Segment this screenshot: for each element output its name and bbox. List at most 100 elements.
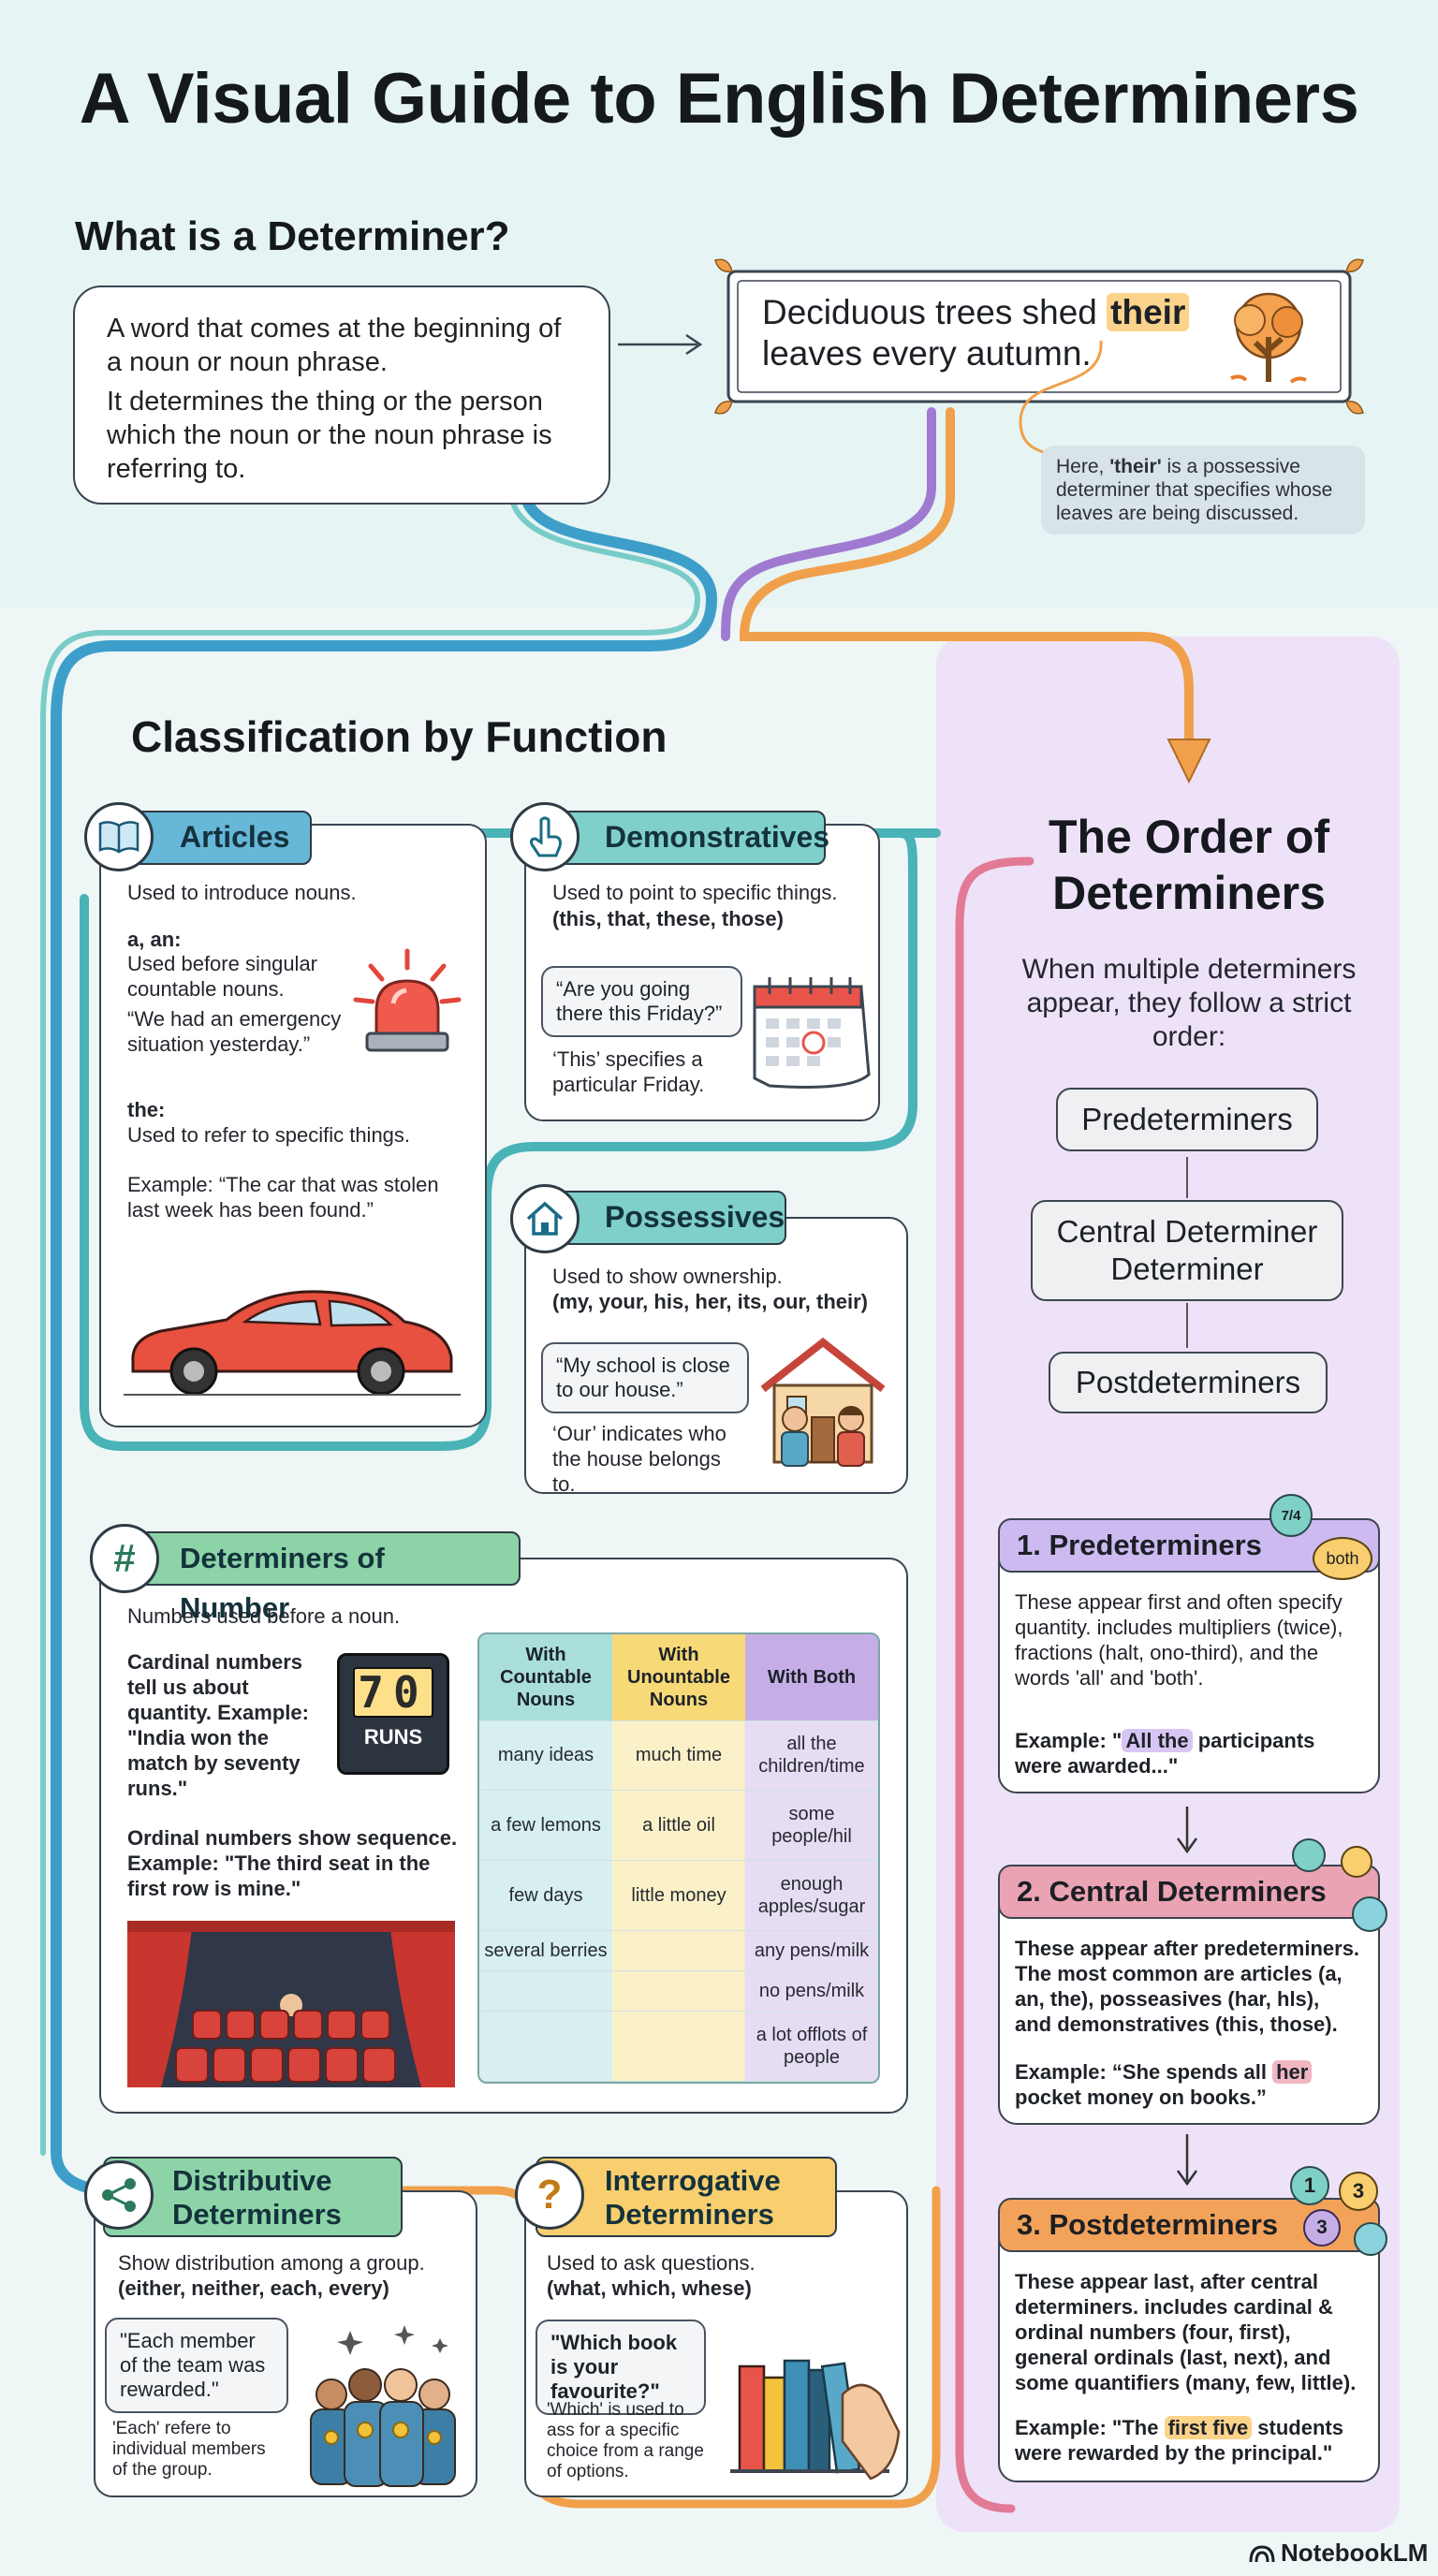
share-icon: [84, 2160, 154, 2230]
note-after: is a possessive determiner that specifie…: [1056, 456, 1333, 524]
table-cell: [612, 1930, 745, 1971]
possessives-tag: Possessives: [536, 1191, 786, 1245]
dots-badge-icon: [1354, 2222, 1387, 2256]
articles-a-an-label: a, an:: [127, 928, 182, 951]
pointing-hand-icon: [510, 802, 580, 871]
book-icon: [84, 802, 154, 871]
order-step-1-example: Example: "All the participants were awar…: [1015, 1728, 1367, 1778]
articles-the-desc: Used to refer to specific things.: [127, 1123, 411, 1147]
demonstratives-bubble: “Are you going there this Friday?”: [541, 966, 742, 1037]
definition-line-2: It determines the thing or the person wh…: [107, 387, 552, 484]
interrogative-desc: Used to ask questions.: [547, 2251, 756, 2275]
order-step-2-header: 2. Central Determiners: [998, 1865, 1380, 1919]
order-step-3-example: Example: "The first five students were r…: [1015, 2415, 1367, 2466]
tree-icon: [1230, 292, 1307, 384]
order-pill-predeterminers: Predeterminers: [1056, 1088, 1318, 1151]
number-table: With Countable Nouns With Unountable Nou…: [477, 1632, 880, 2084]
order-step-2-example: Example: “She spends all her pocket mone…: [1015, 2059, 1367, 2110]
step-2-example-after: pocket money on books.”: [1015, 2086, 1267, 2109]
possessives-desc: Used to show ownership.: [552, 1265, 783, 1288]
page-title: A Visual Guide to English Determiners: [79, 59, 1359, 139]
table-cell: [479, 1970, 612, 2012]
table-cell: [612, 1970, 745, 2012]
number-cardinal: Cardinal numbers tell us about quantity.…: [127, 1650, 309, 1800]
definition-line-1: A word that comes at the beginning of a …: [107, 314, 562, 377]
distributive-list: (either, neither, each, every): [118, 2276, 389, 2300]
step-arrow-1: [1176, 1807, 1198, 1854]
order-pill-postdeterminers: Postdeterminers: [1049, 1352, 1328, 1413]
table-header-uncountable: With Unountable Nouns: [612, 1634, 745, 1721]
note-before: Here,: [1056, 456, 1110, 477]
table-cell: no pens/milk: [745, 1970, 878, 2012]
siren-icon: [353, 948, 462, 1052]
flow-line-purple: [721, 407, 936, 641]
flow-arrow-head: [1167, 739, 1211, 784]
scoreboard-label: RUNS: [363, 1725, 423, 1749]
interrogative-note: 'Which' is used to ass for a specific ch…: [547, 2400, 704, 2481]
definition-arrow: [618, 333, 703, 356]
flow-line-pink: [955, 856, 1034, 2513]
table-cell: much time: [612, 1720, 745, 1792]
demonstratives-note: ‘This’ specifies a particular Friday.: [552, 1047, 705, 1096]
table-cell: some people/hil: [745, 1790, 878, 1861]
order-heading: The Order of Determiners: [1048, 811, 1330, 919]
table-header-countable: With Countable Nouns: [479, 1634, 612, 1721]
fraction-badge-text: 7/4: [1281, 1508, 1301, 1524]
articles-a-an-desc: Used before singular countable nouns.: [127, 952, 318, 1001]
classification-heading: Classification by Function: [131, 712, 668, 761]
interrogative-list: (what, which, whese): [547, 2276, 752, 2300]
step-arrow-2: [1176, 2134, 1198, 2187]
number-tag: Determiners of Number: [110, 1531, 521, 1624]
step-3-body-2: (many, few, little).: [1180, 2371, 1357, 2394]
interrogative-tag: Interrogative Determiners: [536, 2157, 837, 2237]
table-cell: any pens/milk: [745, 1930, 878, 1971]
number-badge-3-text: 3: [1316, 2217, 1328, 2238]
possessives-label: Possessives: [605, 1200, 785, 1234]
step-2-example-before: Example: “She spends all: [1015, 2060, 1273, 2084]
example-text-before: Deciduous trees shed: [762, 293, 1108, 331]
distributive-label: Distributive Determiners: [172, 2164, 342, 2231]
step-3-example-after: students were rewarded by the principal.…: [1015, 2416, 1343, 2465]
table-cell: a lot offlots of people: [745, 2011, 878, 2082]
table-cell: [479, 2011, 612, 2082]
order-step-1-title: 1. Predeterminers: [1017, 1529, 1262, 1561]
interrogative-bubble: "Which book is your favourite?": [536, 2320, 706, 2415]
flow-line-blue: [51, 481, 718, 2196]
possessive-note: Here, 'their' is a possessive determiner…: [1041, 446, 1365, 534]
number-badge-2-text: 3: [1352, 2179, 1365, 2203]
table-cell: many ideas: [479, 1720, 612, 1792]
step-1-example-before: Example: ": [1015, 1729, 1123, 1752]
calendar-icon: [753, 977, 871, 1089]
step-1-example-highlight: All the: [1122, 1729, 1193, 1752]
fraction-badge: 7/4: [1269, 1494, 1313, 1537]
order-step-2-body: These appear after predeterminers. The m…: [1015, 1937, 1360, 2036]
possessives-note: ‘Our’ indicates who the house belongs to…: [552, 1422, 726, 1496]
footer-brand[interactable]: NotebookLM: [1249, 2539, 1428, 2568]
table-row: many ideas much time all the children/ti…: [479, 1720, 878, 1792]
table-row: a few lemons a little oil some people/hi…: [479, 1790, 878, 1861]
articles-label: Articles: [180, 820, 290, 854]
order-pill-central: Central Determiner Determiner: [1031, 1200, 1343, 1301]
articles-a-an-example: “We had an emergency situation yesterday…: [127, 1007, 342, 1056]
theater-seats-icon: [127, 1921, 455, 2087]
distributive-bubble: "Each member of the team was rewarded.": [105, 2318, 288, 2413]
table-cell: few days: [479, 1860, 612, 1931]
articles-the-example: Example: “The car that was stolen last w…: [127, 1173, 439, 1222]
house-icon: [510, 1184, 580, 1253]
intro-heading: What is a Determiner?: [75, 213, 510, 259]
scoreboard-digits: 70: [353, 1667, 433, 1718]
demonstratives-label: Demonstratives: [605, 820, 830, 854]
order-step-3-body: These appear last, after central determi…: [1015, 2269, 1367, 2395]
demonstratives-tag: Demonstratives: [536, 811, 830, 865]
table-row: few days little money enough apples/suga…: [479, 1860, 878, 1931]
table-row: no pens/milk: [479, 1970, 878, 2012]
table-cell: little money: [612, 1860, 745, 1931]
step-3-body-bold: quantifiers: [1074, 2371, 1181, 2394]
number-badge-1: 1: [1290, 2166, 1329, 2205]
order-step-2-title: 2. Central Determiners: [1017, 1875, 1327, 1908]
notebooklm-logo-icon: [1249, 2544, 1275, 2562]
table-row: several berries any pens/milk: [479, 1930, 878, 1971]
table-cell: all the children/time: [745, 1720, 878, 1792]
flow-line-teal: [40, 484, 701, 2156]
example-card: Deciduous trees shed their leaves every …: [712, 255, 1367, 418]
